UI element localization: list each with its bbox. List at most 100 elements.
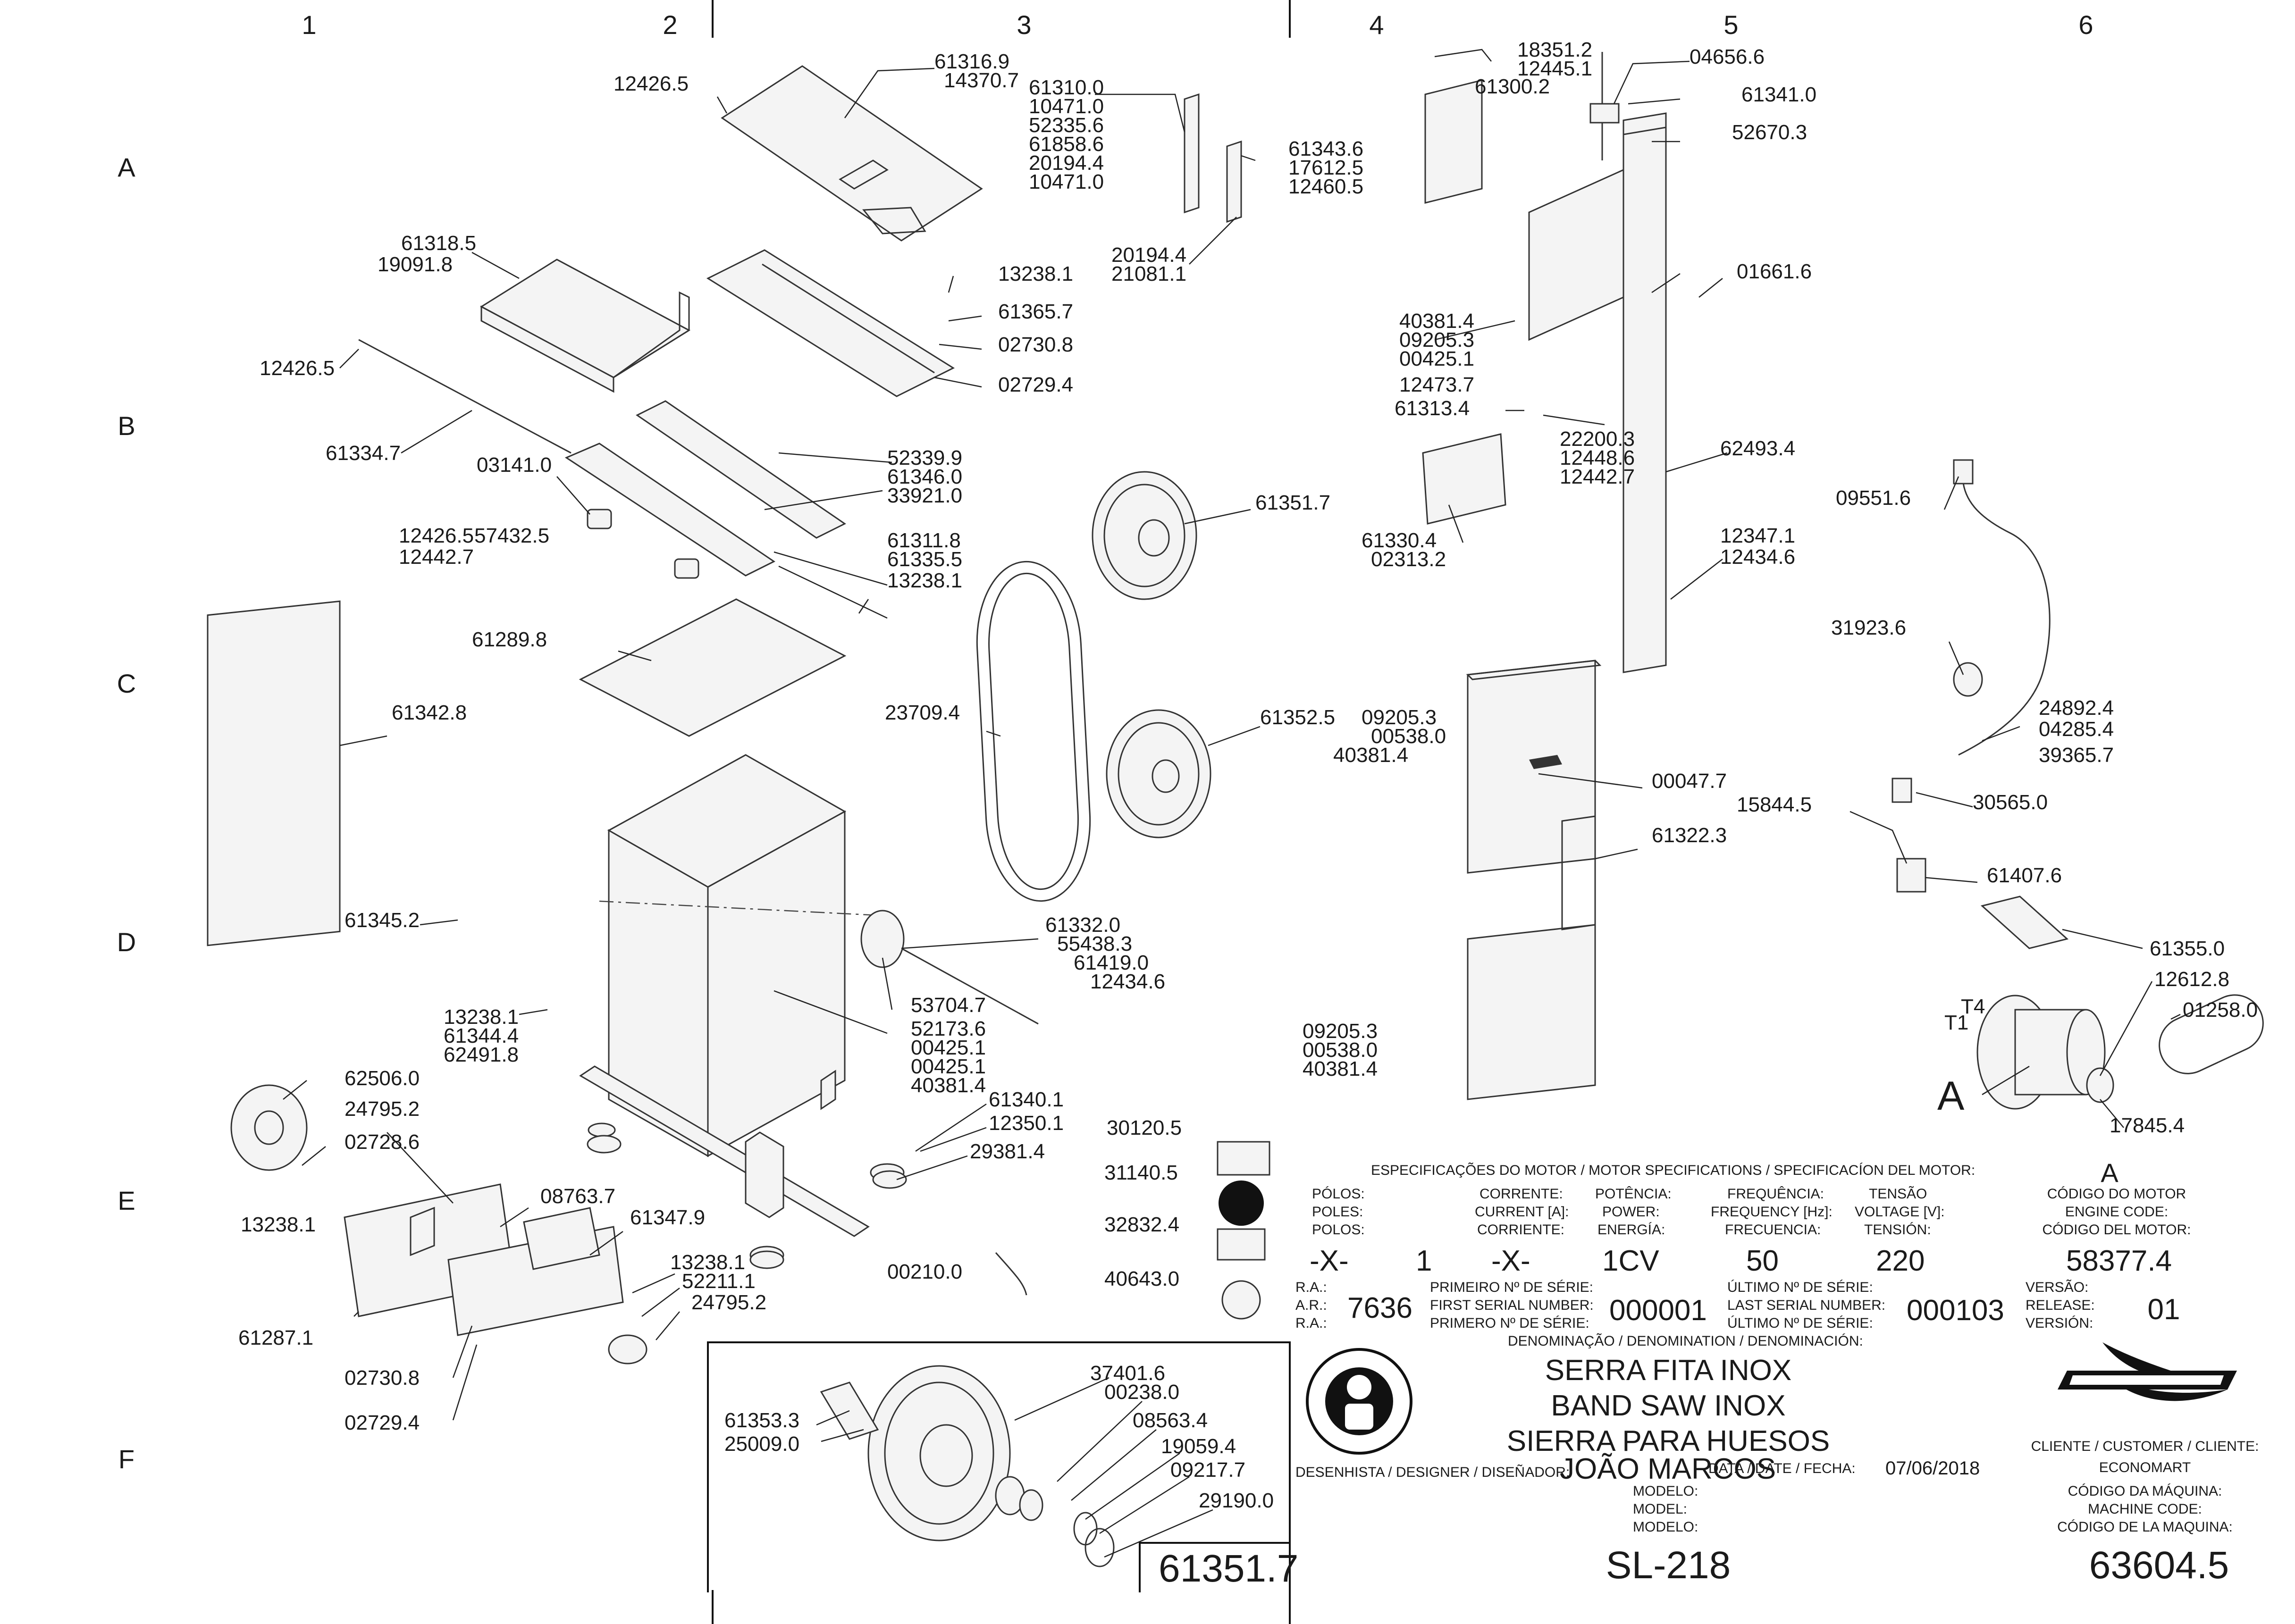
power-cable bbox=[1958, 467, 2051, 756]
part-label: 57432.5 bbox=[474, 524, 549, 547]
part-label: 55438.3 bbox=[1057, 932, 1132, 955]
part-label: 12426.5 bbox=[260, 357, 335, 380]
motor-terminal-label: T4 bbox=[1961, 995, 1985, 1018]
part-label: 32832.4 bbox=[1104, 1213, 1179, 1236]
authorized-service-seal bbox=[1306, 1348, 1412, 1455]
current-header: CORRIENTE: bbox=[1477, 1222, 1564, 1238]
part-label: 61334.7 bbox=[326, 442, 401, 465]
part-label: 52335.6 bbox=[1029, 114, 1104, 137]
machine-code-label: MACHINE CODE: bbox=[2088, 1501, 2202, 1517]
version-label: RELEASE: bbox=[2026, 1298, 2095, 1313]
part-label: 01258.0 bbox=[2183, 998, 2258, 1021]
part-label: 61322.3 bbox=[1652, 824, 1727, 847]
part-label: 24795.2 bbox=[345, 1097, 420, 1121]
upper-wheel bbox=[1092, 471, 1197, 600]
part-label: 09551.6 bbox=[1836, 486, 1911, 510]
first-serial-label: PRIMEIRO Nº DE SÉRIE: bbox=[1430, 1280, 1593, 1295]
current-value: -X- bbox=[1491, 1245, 1530, 1277]
ra-label: R.A.: bbox=[1295, 1280, 1327, 1295]
designer-label: DESENHISTA / DESIGNER / DISEÑADOR: bbox=[1295, 1464, 1570, 1480]
ra-label: A.R.: bbox=[1295, 1298, 1327, 1313]
power-header: POWER: bbox=[1602, 1204, 1660, 1220]
part-label: 02729.4 bbox=[998, 373, 1073, 396]
motor-code-header: CÓDIGO DEL MOTOR: bbox=[2042, 1222, 2191, 1238]
part-label: 02730.8 bbox=[998, 333, 1073, 356]
part-label: 52670.3 bbox=[1732, 121, 1807, 144]
part-label: 61311.8 bbox=[887, 529, 961, 552]
grid-row-f: F bbox=[118, 1444, 135, 1474]
power-header: POTÊNCIA: bbox=[1595, 1186, 1672, 1202]
subassembly-frame: 61351.7 bbox=[707, 1341, 1298, 1592]
part-label: 09205.3 bbox=[1399, 328, 1474, 352]
part-label: 39365.7 bbox=[2039, 744, 2114, 767]
part-label: 12460.5 bbox=[1288, 175, 1363, 198]
poles-header: POLES: bbox=[1312, 1204, 1363, 1220]
part-label: 02729.4 bbox=[345, 1411, 420, 1434]
part-label: 12426.5 bbox=[399, 524, 474, 547]
cabinet-body bbox=[579, 754, 905, 1264]
first-serial-value: 000001 bbox=[1609, 1294, 1707, 1327]
part-label: 61365.7 bbox=[998, 300, 1073, 323]
part-label: 40643.0 bbox=[1104, 1267, 1179, 1290]
current-header: CORRENTE: bbox=[1480, 1186, 1563, 1202]
grid-row-c: C bbox=[117, 669, 136, 698]
version-value: 01 bbox=[2148, 1293, 2180, 1326]
part-label: 09205.3 bbox=[1362, 706, 1437, 729]
voltage-header: VOLTAGE [V]: bbox=[1855, 1204, 1945, 1220]
date-label: DATA / DATE / FECHA: bbox=[1708, 1461, 1856, 1476]
part-label: 04656.6 bbox=[1690, 45, 1765, 68]
designer-value: JOÃO MARCOS bbox=[1560, 1453, 1776, 1485]
machine-code-label: CÓDIGO DE LA MAQUINA: bbox=[2057, 1519, 2233, 1535]
part-label: 62493.4 bbox=[1720, 437, 1795, 460]
part-label: 13238.1 bbox=[998, 262, 1073, 285]
part-label: 37401.6 bbox=[1090, 1362, 1165, 1385]
part-label: 19059.4 bbox=[1161, 1435, 1236, 1458]
part-label: 61345.2 bbox=[345, 909, 420, 932]
part-label: 13238.1 bbox=[887, 569, 962, 592]
model-label: MODELO: bbox=[1633, 1519, 1698, 1535]
part-label: 12448.6 bbox=[1560, 446, 1635, 469]
part-label: 61341.0 bbox=[1741, 83, 1816, 106]
detail-callout-letter: A bbox=[1937, 1073, 1965, 1119]
grid-row-a: A bbox=[118, 152, 135, 182]
last-serial-label: ÚLTIMO Nº DE SÉRIE: bbox=[1727, 1280, 1873, 1295]
electric-motor bbox=[1976, 995, 2114, 1110]
frequency-header: FREQUENCY [Hz]: bbox=[1711, 1204, 1833, 1220]
model-label: MODELO: bbox=[1633, 1483, 1698, 1499]
motor-code-letter: A bbox=[2101, 1158, 2118, 1188]
part-label: 00538.0 bbox=[1303, 1038, 1378, 1062]
grid-column-1: 1 bbox=[302, 10, 316, 40]
pulley bbox=[230, 1084, 308, 1171]
side-door bbox=[207, 600, 341, 946]
part-drawings bbox=[207, 52, 2264, 1567]
part-label: 00425.1 bbox=[1399, 347, 1474, 370]
grid-column-5: 5 bbox=[1723, 10, 1738, 40]
frequency-header: FREQUÊNCIA: bbox=[1727, 1186, 1824, 1202]
machine-code-value: 63604.5 bbox=[2089, 1544, 2229, 1587]
part-label: 00238.0 bbox=[1104, 1381, 1179, 1404]
seal-sticker-icon bbox=[1221, 1280, 1261, 1320]
part-label: 08563.4 bbox=[1133, 1409, 1208, 1432]
ra-value: 7636 bbox=[1347, 1292, 1412, 1324]
part-label: 17845.4 bbox=[2110, 1114, 2185, 1137]
poles-header: PÓLOS: bbox=[1312, 1186, 1365, 1202]
part-label: 12347.1 bbox=[1720, 524, 1795, 547]
voltage-header: TENSIÓN: bbox=[1864, 1222, 1931, 1238]
customer-value: ECONOMART bbox=[2099, 1460, 2191, 1475]
part-label: 12442.7 bbox=[1560, 465, 1635, 488]
part-label: 61313.4 bbox=[1395, 397, 1470, 420]
part-label: 17612.5 bbox=[1288, 156, 1363, 179]
switch-box bbox=[1896, 858, 1926, 893]
customer-label: CLIENTE / CUSTOMER / CLIENTE: bbox=[2031, 1439, 2259, 1454]
blade-guard bbox=[1467, 660, 1596, 874]
label-sticker bbox=[1217, 1141, 1270, 1176]
poles-x-value: -X- bbox=[1310, 1245, 1349, 1277]
part-label: 61340.1 bbox=[989, 1088, 1064, 1111]
part-label: 02313.2 bbox=[1371, 548, 1446, 571]
part-label: 20194.4 bbox=[1111, 243, 1186, 267]
model-label: MODEL: bbox=[1633, 1501, 1687, 1517]
part-label: 53704.7 bbox=[911, 994, 986, 1017]
title-block: ESPECIFICAÇÕES DO MOTOR / MOTOR SPECIFIC… bbox=[1295, 1158, 2259, 1587]
drive-belt bbox=[2159, 994, 2264, 1074]
